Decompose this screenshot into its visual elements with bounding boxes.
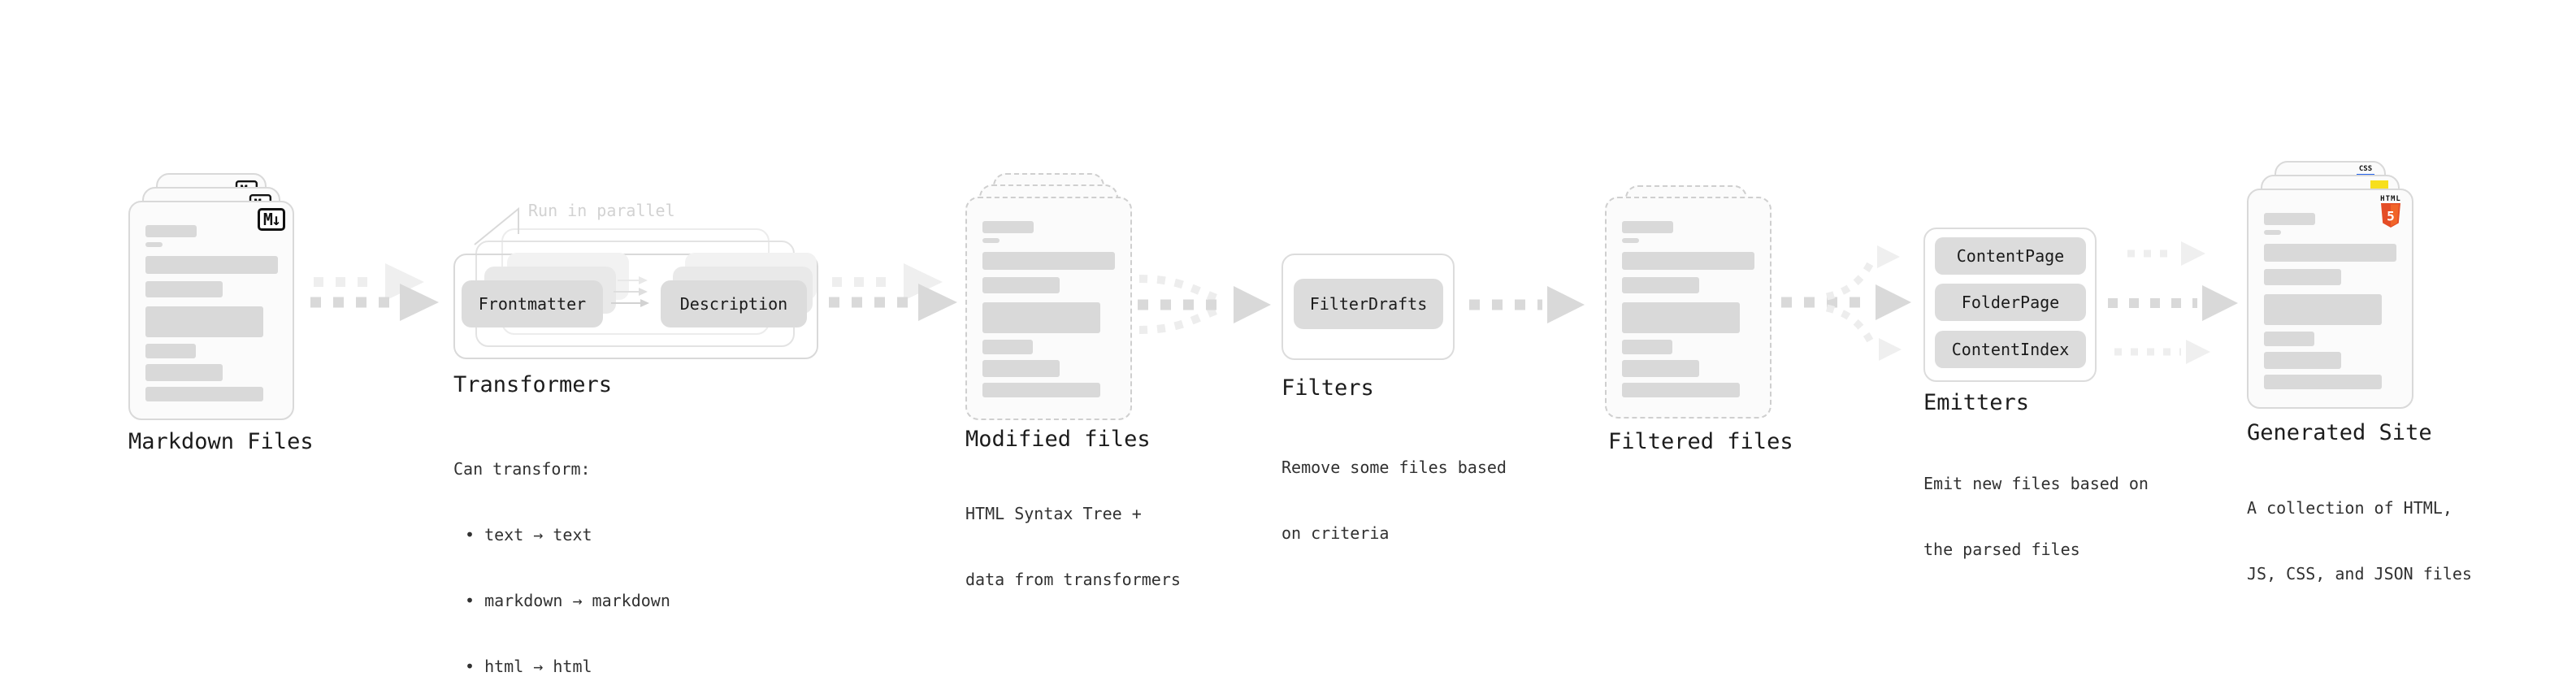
html5-icon: HTML 5: [2378, 195, 2404, 228]
placeholder-bar: [145, 344, 196, 358]
desc-line: • html → html: [465, 657, 592, 676]
desc-line: data from transformers: [965, 570, 1181, 589]
placeholder-bar: [982, 277, 1060, 293]
desc-line: on criteria: [1281, 523, 1390, 543]
transformer-box: [453, 254, 818, 359]
frontmatter-pill: Frontmatter: [462, 280, 603, 327]
stage-title-markdown-files: Markdown Files: [128, 429, 314, 454]
arrow-filtered-to-emitters-split: [1781, 245, 1911, 361]
contentindex-pill: ContentIndex: [1935, 331, 2086, 368]
stage-title-emitters: Emitters: [1923, 390, 2030, 415]
stage-desc-generated-site: A collection of HTML, JS, CSS, and JSON …: [2247, 453, 2472, 629]
arrow-markdown-to-transformers: [310, 263, 439, 321]
stage-title-generated-site: Generated Site: [2247, 420, 2432, 445]
placeholder-bar: [1622, 302, 1740, 333]
placeholder-bar: [982, 252, 1115, 270]
stage-title-filtered-files: Filtered files: [1608, 429, 1793, 454]
folderpage-pill: FolderPage: [1935, 284, 2086, 321]
placeholder-bar: [2264, 269, 2341, 285]
html5-icon-brand: HTML: [2380, 195, 2401, 203]
placeholder-bar: [1622, 383, 1740, 397]
placeholder-bar: [145, 242, 163, 247]
desc-line: A collection of HTML,: [2247, 498, 2452, 518]
modified-file-card: [965, 197, 1132, 420]
placeholder-bar: [2264, 230, 2281, 235]
contentpage-pill: ContentPage: [1935, 237, 2086, 275]
placeholder-bar: [145, 364, 223, 381]
stage-title-filters: Filters: [1281, 375, 1374, 401]
placeholder-bar: [145, 225, 197, 237]
placeholder-bar: [2264, 352, 2341, 369]
stage-desc-filters: Remove some files based on criteria: [1281, 413, 1507, 588]
filtered-file-card: [1605, 197, 1772, 419]
desc-line: Can transform:: [453, 459, 591, 479]
placeholder-bar: [1622, 238, 1639, 243]
markdown-icon: M↓: [257, 208, 285, 231]
placeholder-bar: [1622, 221, 1673, 233]
stage-title-transformers: Transformers: [453, 372, 613, 397]
arrow-modified-to-filters-merge: [1138, 275, 1271, 334]
arrow-emitters-to-site: [2108, 241, 2238, 364]
html5-shield: 5: [2381, 203, 2400, 228]
stage-desc-emitters: Emit new files based on the parsed files: [1923, 429, 2149, 605]
desc-line: • markdown → markdown: [465, 591, 670, 610]
description-pill: Description: [661, 280, 807, 327]
placeholder-bar: [982, 340, 1033, 354]
arrow-filters-to-filtered: [1469, 286, 1585, 323]
placeholder-bar: [982, 360, 1060, 377]
desc-line: Remove some files based: [1281, 458, 1507, 477]
stage-desc-transformers: Can transform: • text → text • markdown …: [453, 414, 670, 681]
stage-title-modified-files: Modified files: [965, 427, 1151, 452]
placeholder-bar: [1622, 340, 1672, 354]
placeholder-bar: [982, 302, 1100, 333]
filters-box: [1281, 254, 1455, 360]
desc-line: JS, CSS, and JSON files: [2247, 564, 2472, 583]
run-in-parallel-label: Run in parallel: [528, 201, 675, 220]
placeholder-bar: [982, 383, 1100, 397]
site-file-card-html: HTML 5: [2247, 189, 2413, 409]
placeholder-bar: [2264, 294, 2382, 325]
js-icon: [2370, 180, 2388, 191]
placeholder-bar: [982, 238, 1000, 243]
css-icon-label: CSS: [2358, 165, 2373, 173]
placeholder-bar: [1622, 360, 1699, 377]
markdown-file-card: M↓: [128, 201, 294, 420]
desc-line: the parsed files: [1923, 540, 2080, 559]
arrow-transformers-to-modified: [829, 263, 957, 321]
placeholder-bar: [982, 221, 1034, 233]
desc-line: • text → text: [465, 525, 592, 544]
filterdrafts-pill: FilterDrafts: [1294, 279, 1443, 329]
desc-line: Emit new files based on: [1923, 474, 2149, 493]
placeholder-bar: [2264, 375, 2382, 389]
placeholder-bar: [145, 281, 223, 297]
placeholder-bar: [145, 306, 263, 337]
placeholder-bar: [145, 256, 278, 274]
placeholder-bar: [145, 387, 263, 401]
placeholder-bar: [2264, 332, 2314, 346]
placeholder-bar: [1622, 277, 1699, 293]
stage-desc-modified-files: HTML Syntax Tree + data from transformer…: [965, 459, 1181, 635]
html5-icon-number: 5: [2387, 209, 2395, 224]
desc-line: HTML Syntax Tree +: [965, 504, 1142, 523]
placeholder-bar: [1622, 252, 1754, 270]
emitters-box: [1923, 228, 2097, 382]
placeholder-bar: [2264, 213, 2315, 225]
placeholder-bar: [2264, 244, 2396, 262]
